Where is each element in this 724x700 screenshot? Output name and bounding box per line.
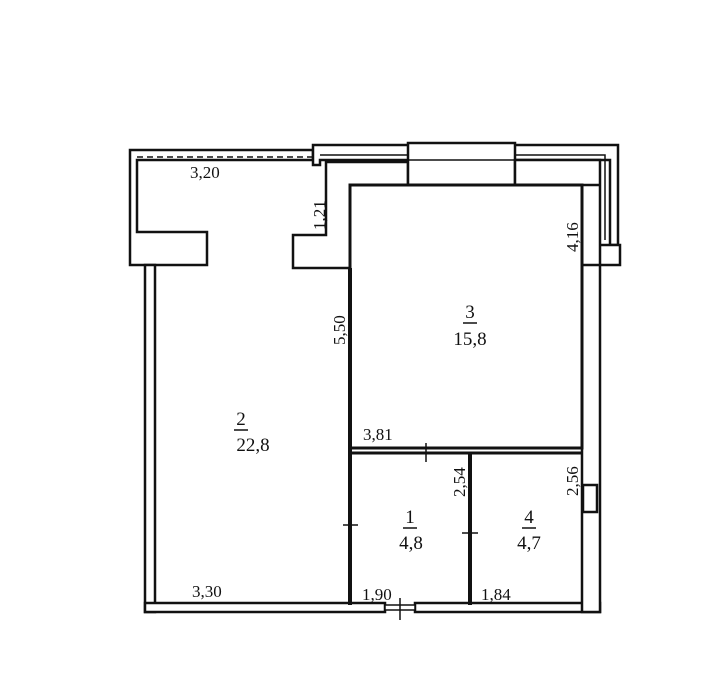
partitions [343, 183, 584, 605]
room-1-area: 4,8 [399, 533, 423, 554]
dim-room2-bottom: 3,30 [192, 582, 222, 601]
balcony-left-wall [128, 148, 315, 267]
bottom-wall-right [413, 601, 602, 614]
dim-room3-side: 4,16 [563, 222, 582, 252]
window [406, 141, 517, 187]
dim-room1-side: 2,54 [450, 467, 469, 497]
walls [128, 141, 622, 620]
left-wall [143, 263, 157, 614]
room-4-area: 4,7 [517, 533, 541, 554]
dim-room4-side: 2,56 [563, 466, 582, 496]
dim-room3-bottom: 3,81 [363, 425, 393, 444]
vent-shaft [581, 483, 599, 514]
dim-balcony-depth: 1,21 [310, 200, 329, 230]
dim-room4-bottom: 1,84 [481, 585, 511, 604]
room-4-number: 4 [524, 507, 534, 528]
room-2-area: 22,8 [236, 435, 269, 456]
right-wall [580, 263, 602, 614]
dim-room2-side: 5,50 [330, 315, 349, 345]
dim-room1-bottom: 1,90 [362, 585, 392, 604]
room-3-area: 15,8 [453, 329, 486, 350]
room-3-number: 3 [465, 302, 475, 323]
dim-balcony-width: 3,20 [190, 163, 220, 182]
room-2-number: 2 [236, 409, 246, 430]
room-1-number: 1 [405, 507, 415, 528]
